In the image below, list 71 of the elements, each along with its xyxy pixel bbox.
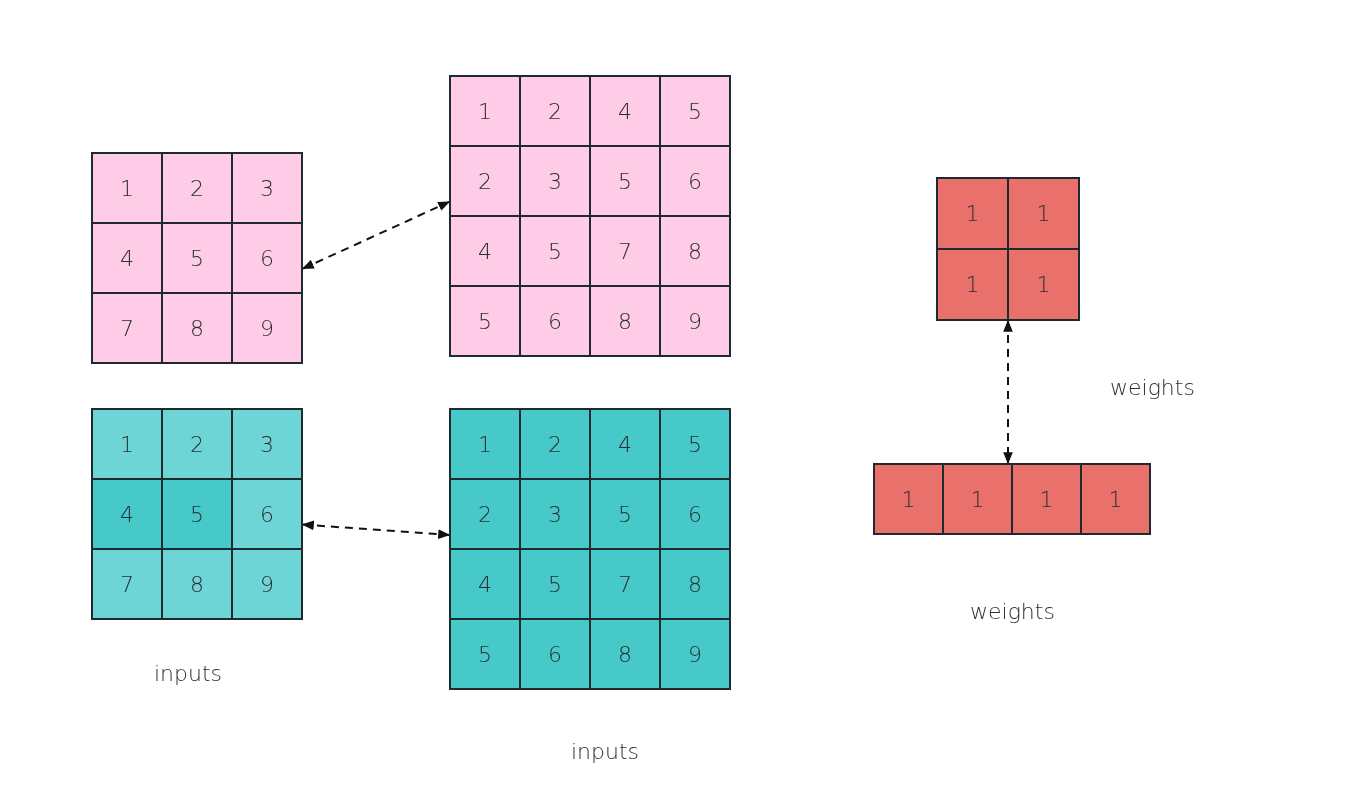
grid-cell: 5 [162,479,232,549]
grid-cell: 7 [92,293,162,363]
grid-cell: 5 [660,409,730,479]
grid-cell: 8 [590,286,660,356]
grid-cell: 1 [1008,178,1079,249]
grid-cell: 5 [590,479,660,549]
number-grid [449,408,731,690]
grid-cell: 1 [450,76,520,146]
number-grid [449,75,731,357]
grid-cell: 8 [162,293,232,363]
grid-cell: 4 [590,409,660,479]
grid-cell: 1 [450,409,520,479]
grid-cell: 5 [520,216,590,286]
grid-cell: 3 [232,153,302,223]
number-grid [936,177,1080,321]
grid-cell: 3 [520,146,590,216]
grid-cell: 5 [590,146,660,216]
grid-cell: 5 [162,223,232,293]
grid-cell: 1 [92,409,162,479]
grid-cell: 4 [590,76,660,146]
grid-cell: 1 [874,464,943,534]
grid-cell: 2 [450,479,520,549]
grid-cell: 4 [450,549,520,619]
grid-cell: 2 [162,409,232,479]
grid-cell: 1 [937,178,1008,249]
grid-cell: 1 [943,464,1012,534]
caption-label: weights [1110,375,1195,400]
grid-cell: 8 [660,216,730,286]
grid-cell: 2 [520,76,590,146]
number-grid [873,463,1151,535]
dashed-arrow [301,200,451,270]
number-grid [91,408,303,620]
caption-label: inputs [571,739,640,764]
grid-cell: 6 [660,479,730,549]
grid-cell: 7 [590,216,660,286]
grid-cell: 7 [590,549,660,619]
grid-cell: 6 [232,223,302,293]
grid-cell: 9 [232,293,302,363]
grid-cell: 1 [1008,249,1079,320]
grid-cell: 5 [450,619,520,689]
grid-cell: 6 [520,619,590,689]
grid-cell: 1 [937,249,1008,320]
grid-cell: 7 [92,549,162,619]
grid-cell: 8 [162,549,232,619]
grid-cell: 9 [660,286,730,356]
caption-label: inputs [154,661,223,686]
grid-cell: 4 [450,216,520,286]
grid-cell: 1 [1012,464,1081,534]
grid-cell: 5 [660,76,730,146]
dashed-arrow [301,520,451,539]
grid-cell: 8 [590,619,660,689]
grid-cell: 6 [520,286,590,356]
grid-cell: 1 [92,153,162,223]
grid-cell: 9 [232,549,302,619]
grid-cell: 6 [232,479,302,549]
grid-cell: 5 [450,286,520,356]
grid-cell: 4 [92,479,162,549]
caption-label: weights [970,599,1055,624]
grid-cell: 4 [92,223,162,293]
grid-cell: 3 [232,409,302,479]
grid-cell: 5 [520,549,590,619]
grid-cell: 2 [520,409,590,479]
grid-cell: 9 [660,619,730,689]
grid-cell: 8 [660,549,730,619]
grid-cell: 2 [450,146,520,216]
grid-cell: 2 [162,153,232,223]
grid-cell: 1 [1081,464,1150,534]
dashed-arrow [1003,319,1013,465]
grid-cell: 6 [660,146,730,216]
grid-cell: 3 [520,479,590,549]
number-grid [91,152,303,364]
